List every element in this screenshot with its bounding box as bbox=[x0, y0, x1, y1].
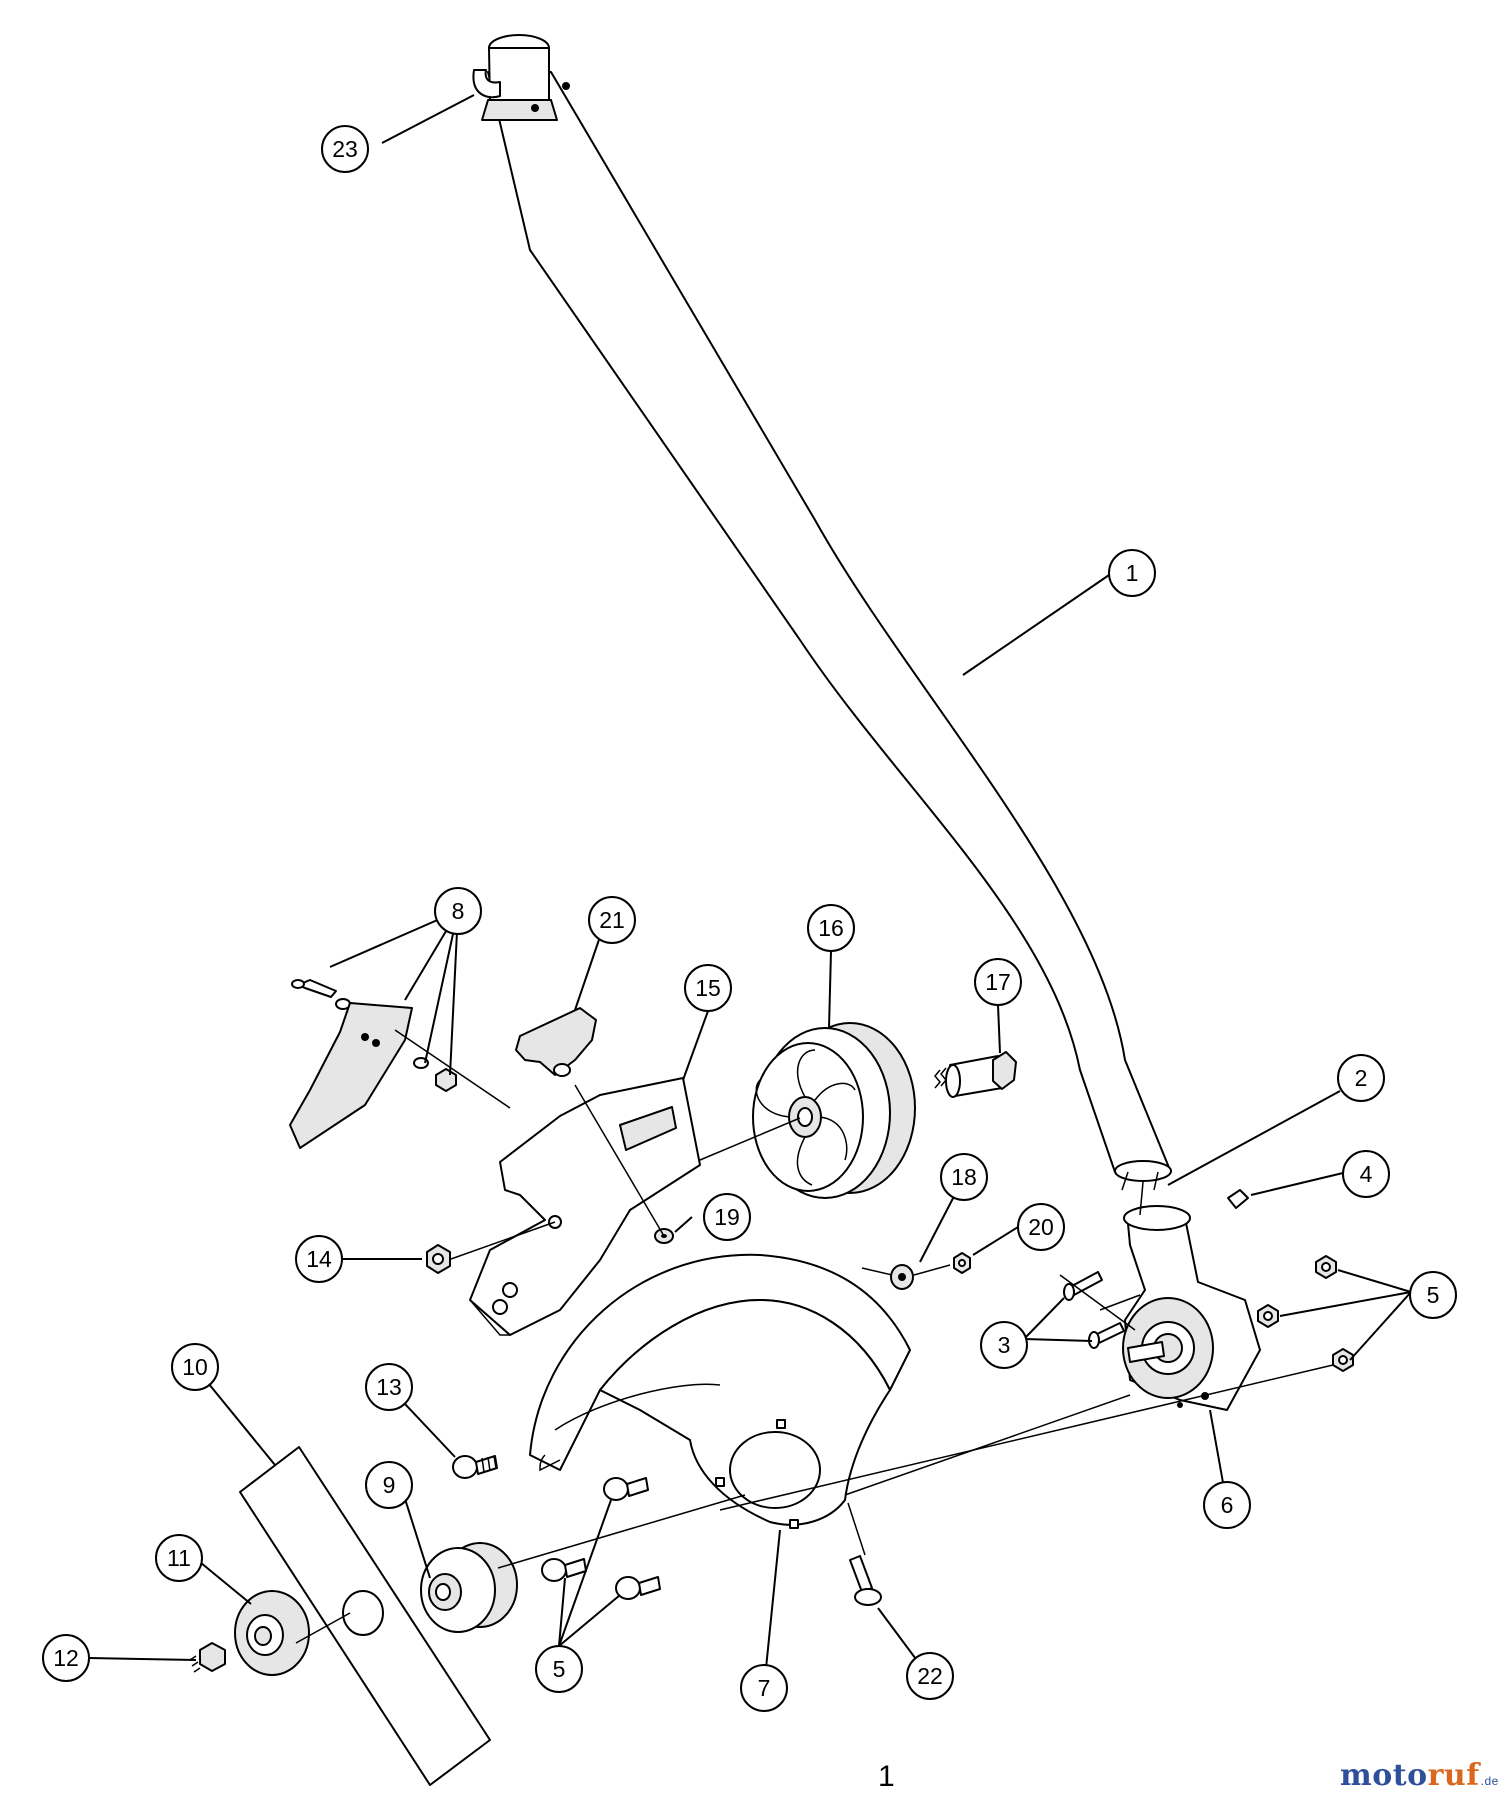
part-12-nut bbox=[189, 1642, 226, 1673]
svg-text:5: 5 bbox=[1427, 1282, 1440, 1308]
callout-19: 19 bbox=[703, 1193, 751, 1241]
callout-20: 20 bbox=[1017, 1203, 1065, 1251]
svg-text:9: 9 bbox=[383, 1472, 396, 1498]
svg-text:10: 10 bbox=[182, 1354, 208, 1380]
svg-text:2: 2 bbox=[1355, 1065, 1368, 1091]
callout-9: 9 bbox=[365, 1461, 413, 1509]
callout-6: 6 bbox=[1203, 1481, 1251, 1529]
callout-14: 14 bbox=[295, 1235, 343, 1283]
svg-text:12: 12 bbox=[53, 1645, 79, 1671]
watermark-main: moto bbox=[1340, 1758, 1428, 1793]
callout-12: 12 bbox=[42, 1634, 90, 1682]
part-10-blade bbox=[239, 1446, 491, 1786]
callout-18: 18 bbox=[940, 1153, 988, 1201]
callout-3: 3 bbox=[980, 1321, 1028, 1369]
callout-15: 15 bbox=[684, 964, 732, 1012]
svg-text:17: 17 bbox=[985, 969, 1011, 995]
part-15-bracket bbox=[469, 1077, 701, 1336]
callout-11: 11 bbox=[155, 1534, 203, 1582]
svg-text:3: 3 bbox=[998, 1332, 1011, 1358]
callout-4: 4 bbox=[1342, 1150, 1390, 1198]
part-11-washer bbox=[234, 1590, 310, 1676]
part-4-screw bbox=[1227, 1189, 1249, 1209]
part-20-nut bbox=[953, 1252, 971, 1274]
svg-text:19: 19 bbox=[714, 1204, 740, 1230]
svg-text:7: 7 bbox=[758, 1675, 771, 1701]
part-8-plate-hardware bbox=[289, 979, 457, 1149]
callout-21: 21 bbox=[588, 896, 636, 944]
svg-text:20: 20 bbox=[1028, 1214, 1054, 1240]
callout-2: 2 bbox=[1337, 1054, 1385, 1102]
callout-10: 10 bbox=[171, 1343, 219, 1391]
part-9-bearing bbox=[420, 1542, 518, 1633]
part-17-axle-bolt bbox=[934, 1051, 1017, 1098]
svg-text:16: 16 bbox=[818, 915, 844, 941]
svg-text:5: 5 bbox=[553, 1656, 566, 1682]
part-6-gearbox bbox=[1122, 1205, 1261, 1411]
part-3-bolts bbox=[1063, 1271, 1125, 1349]
svg-text:6: 6 bbox=[1221, 1492, 1234, 1518]
part-5-nuts-right bbox=[1257, 1255, 1354, 1372]
part-16-wheel bbox=[752, 1022, 916, 1199]
callout-23: 23 bbox=[321, 125, 369, 173]
part-7-blade-guard bbox=[529, 1253, 911, 1529]
svg-text:22: 22 bbox=[917, 1663, 943, 1689]
part-13-carriage-bolt bbox=[452, 1455, 498, 1479]
svg-text:8: 8 bbox=[452, 898, 465, 924]
svg-text:13: 13 bbox=[376, 1374, 402, 1400]
part-1-shaft-tube bbox=[472, 34, 1172, 1191]
callout-5-right: 5 bbox=[1409, 1271, 1457, 1319]
svg-text:4: 4 bbox=[1360, 1161, 1373, 1187]
part-14-nut bbox=[426, 1244, 451, 1274]
callout-13: 13 bbox=[365, 1363, 413, 1411]
callout-5-left: 5 bbox=[535, 1645, 583, 1693]
callout-22: 22 bbox=[906, 1652, 954, 1700]
svg-text:18: 18 bbox=[951, 1164, 977, 1190]
watermark-accent: ruf bbox=[1427, 1758, 1480, 1793]
svg-text:1: 1 bbox=[1126, 560, 1139, 586]
svg-text:15: 15 bbox=[695, 975, 721, 1001]
watermark-logo: motoruf.de bbox=[1340, 1758, 1499, 1793]
part-5-bolts-left bbox=[541, 1477, 661, 1600]
page-number: 1 bbox=[878, 1760, 895, 1793]
svg-text:23: 23 bbox=[332, 136, 358, 162]
svg-text:14: 14 bbox=[306, 1246, 332, 1272]
part-21-knob bbox=[515, 1007, 597, 1077]
part-22-screw bbox=[849, 1555, 882, 1606]
svg-text:21: 21 bbox=[599, 907, 625, 933]
callout-8: 8 bbox=[434, 887, 482, 935]
callout-16: 16 bbox=[807, 904, 855, 952]
callout-17: 17 bbox=[974, 958, 1022, 1006]
callout-7: 7 bbox=[740, 1664, 788, 1712]
callout-1: 1 bbox=[1108, 549, 1156, 597]
part-18-washer bbox=[890, 1264, 914, 1290]
assembly-lines bbox=[295, 1029, 1334, 1644]
watermark-suffix: .de bbox=[1480, 1774, 1499, 1788]
svg-text:11: 11 bbox=[167, 1545, 191, 1571]
